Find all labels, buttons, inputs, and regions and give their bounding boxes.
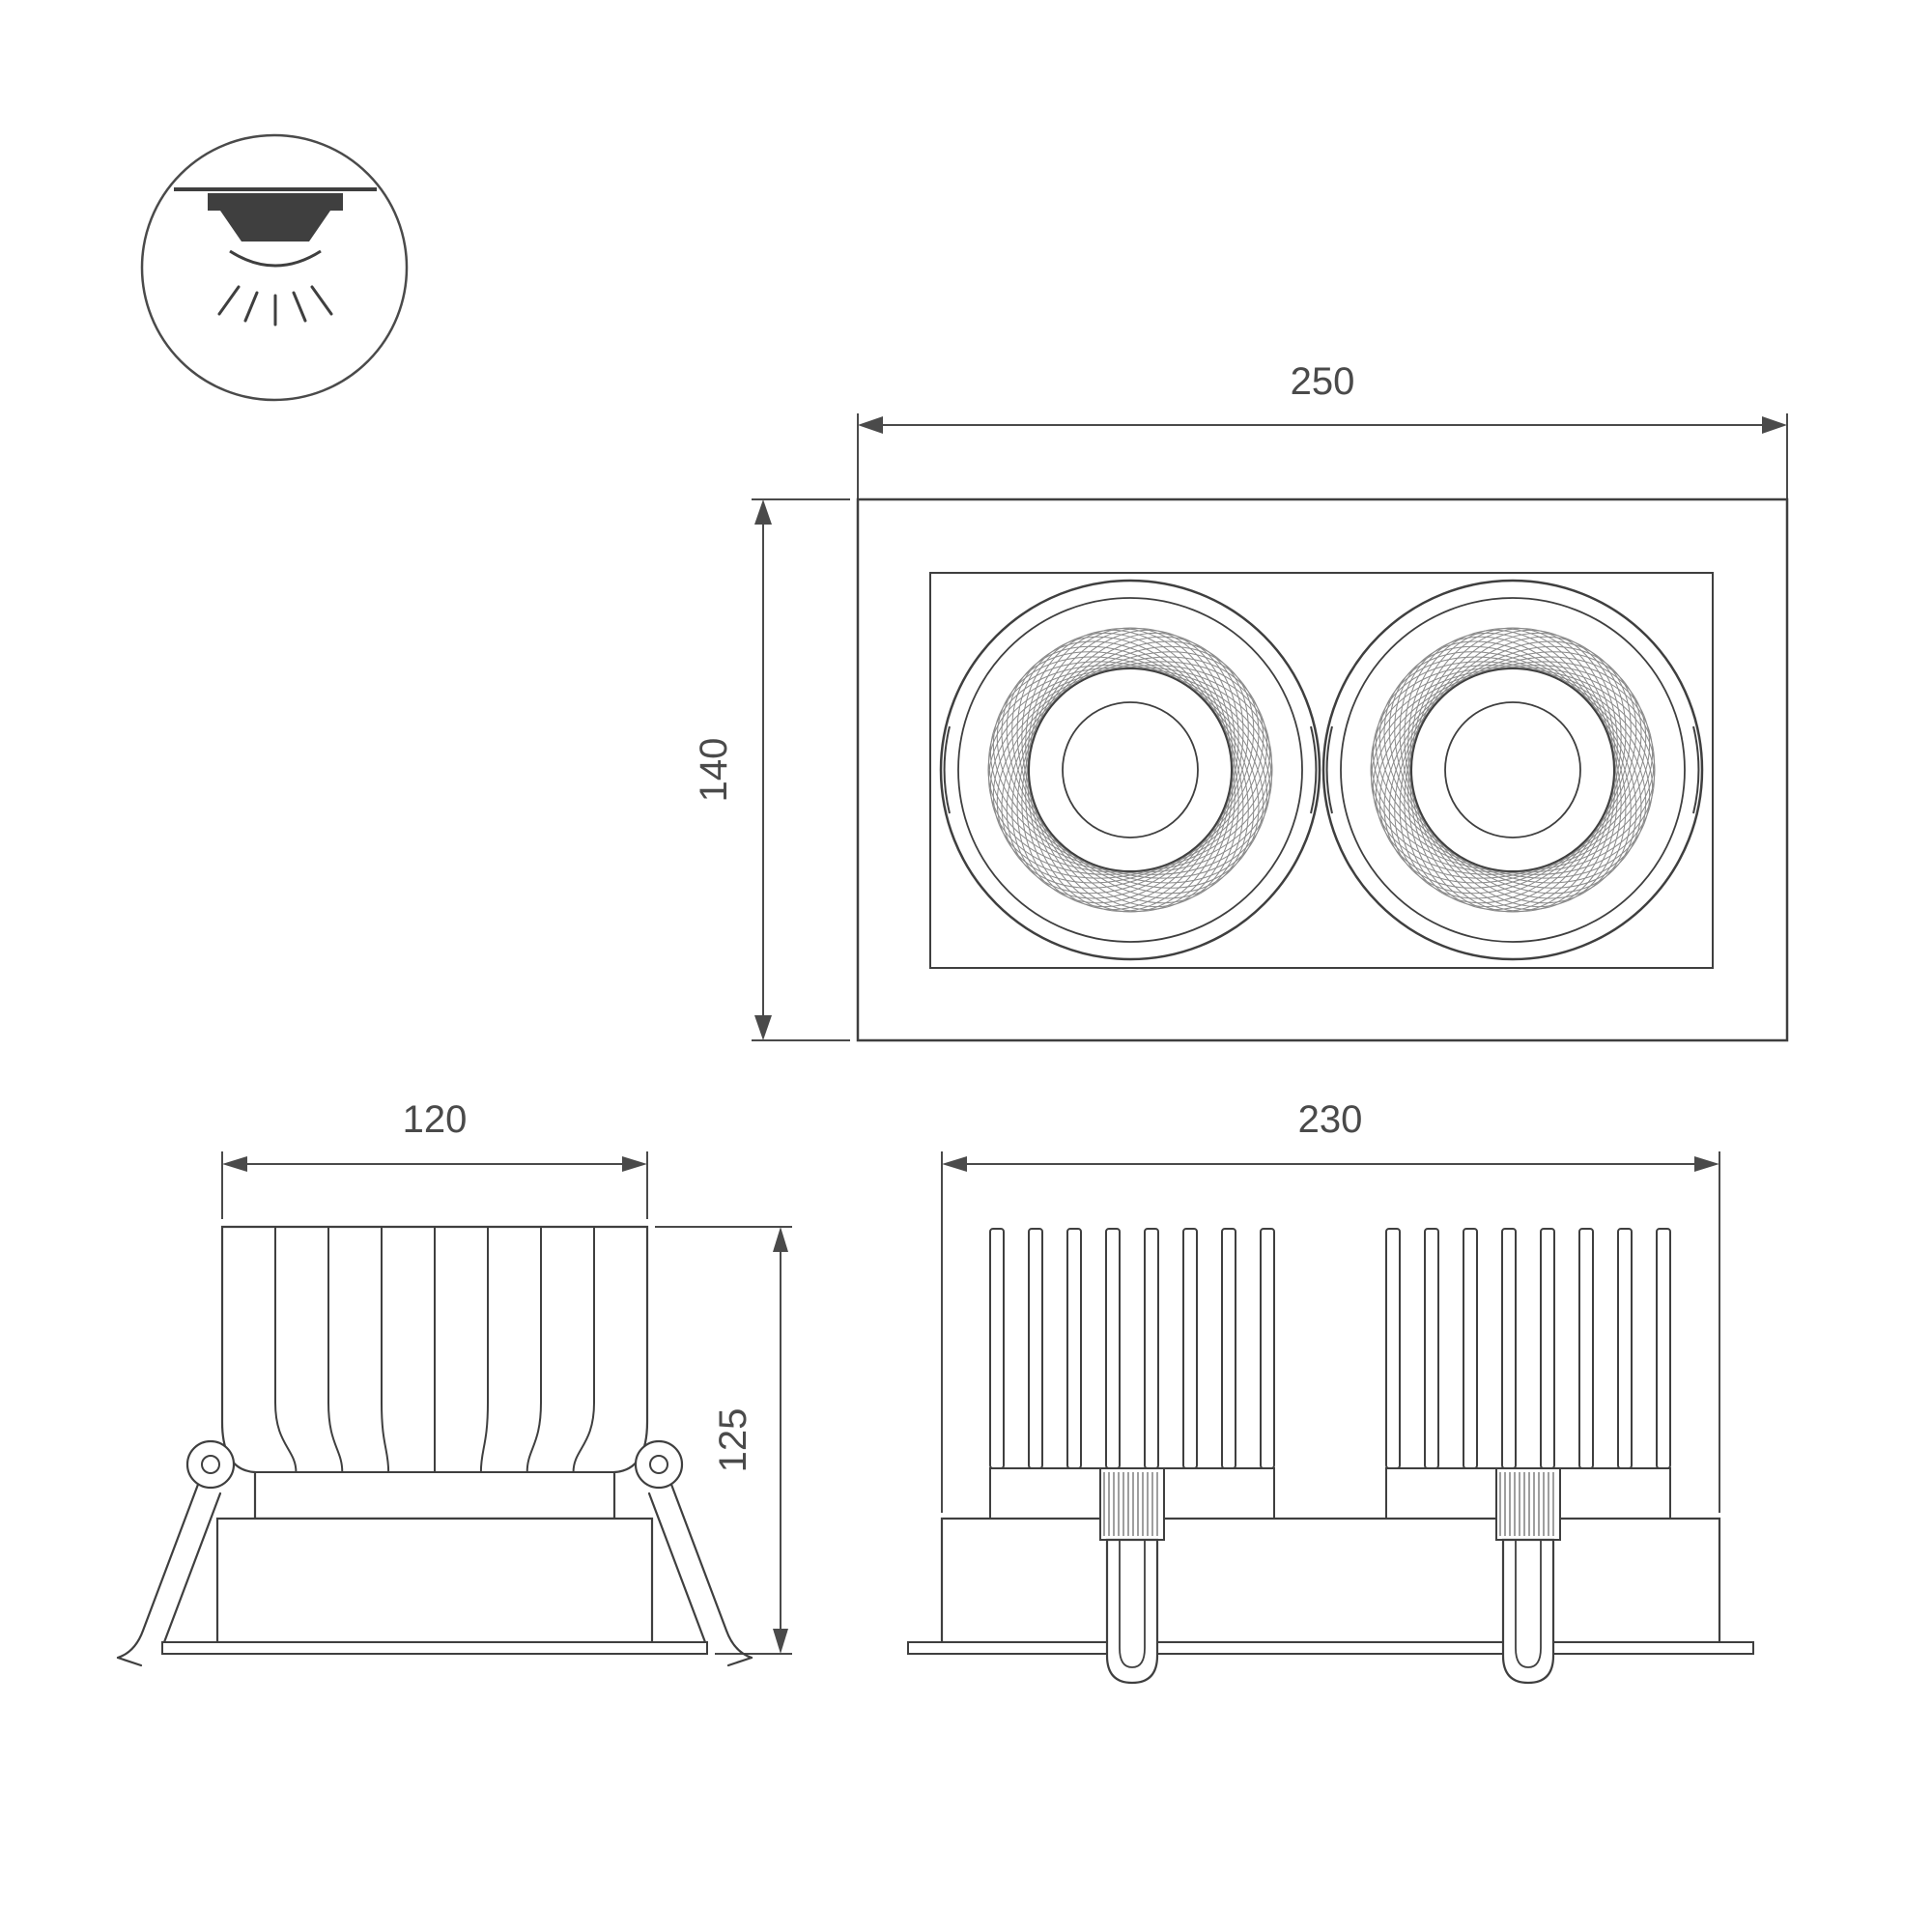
recessed-trim — [220, 211, 330, 242]
led-circle — [1444, 701, 1581, 838]
gimbal-slot-left — [1325, 725, 1333, 814]
clip-pivot-left-axle — [201, 1455, 220, 1474]
dim-side-width — [221, 1151, 648, 1219]
gimbal-slot-left — [943, 725, 951, 814]
reflector-inner-ring — [1028, 668, 1233, 872]
arrowhead-top — [773, 1227, 788, 1252]
clip-spring-hatch — [1103, 1472, 1158, 1536]
dim-front-width — [941, 1151, 1720, 1513]
fixture-type-icon — [140, 133, 409, 402]
dim-plan-width-label: 250 — [1291, 360, 1355, 403]
dim-side-height — [655, 1226, 792, 1655]
dim-plan-height — [752, 498, 850, 1041]
front-view: 230 — [907, 1098, 1754, 1685]
heatsink-fins-unit-1 — [989, 1228, 1275, 1469]
heatsink-fins — [274, 1227, 595, 1473]
spring-clip-left — [116, 1480, 222, 1667]
clip-lever-inner — [162, 1492, 222, 1644]
clip-strap-inner — [1119, 1540, 1146, 1668]
clip-strap-inner — [1515, 1540, 1542, 1668]
clip-lever-outer — [668, 1480, 753, 1660]
arrowhead-right — [622, 1156, 647, 1172]
clip-spring-block — [1099, 1467, 1165, 1541]
gimbal-slot-right — [1692, 725, 1700, 814]
clip-spring-hatch — [1499, 1472, 1554, 1536]
flange-plate — [907, 1641, 1754, 1655]
lamp-bezel-ring — [957, 597, 1303, 943]
trim-box — [215, 1517, 654, 1644]
light-rays-icon — [217, 285, 333, 327]
front-clip-1 — [1099, 1467, 1165, 1685]
reflector-inner-ring — [1410, 668, 1615, 872]
dim-front-width-label: 230 — [1298, 1098, 1363, 1141]
flange-plate — [161, 1641, 708, 1655]
spring-clip-right — [647, 1480, 753, 1667]
clip-strap — [1105, 1538, 1159, 1685]
lens-arc — [229, 249, 322, 268]
clip-spring-block — [1495, 1467, 1561, 1541]
icon-circle — [140, 133, 409, 402]
lamp-bezel-ring — [1340, 597, 1686, 943]
base-housing — [940, 1517, 1721, 1644]
heatsink-fins-unit-2 — [1385, 1228, 1671, 1469]
dim-plan-height-label: 140 — [693, 738, 735, 803]
dim-side-height-label: 125 — [712, 1408, 754, 1473]
clip-lever-inner — [647, 1492, 707, 1644]
gimbal-slot-right — [1310, 725, 1318, 814]
arrowhead-left — [942, 1156, 967, 1172]
clip-hook — [726, 1656, 753, 1667]
side-view: 120 125 — [116, 1098, 792, 1667]
arrowhead-left — [858, 416, 883, 434]
clip-strap — [1501, 1538, 1555, 1685]
front-clip-2 — [1495, 1467, 1561, 1685]
clip-hook — [116, 1656, 143, 1667]
lamp-2 — [1321, 579, 1704, 961]
dim-plan-width — [857, 413, 1788, 499]
arrowhead-left — [222, 1156, 247, 1172]
clip-lever-outer — [116, 1480, 201, 1660]
plan-view: 250 140 — [693, 360, 1789, 1042]
lamp-1 — [939, 579, 1321, 961]
arrowhead-bottom — [773, 1629, 788, 1654]
arrowhead-top — [754, 499, 772, 525]
led-circle — [1062, 701, 1199, 838]
clip-pivot-right-axle — [649, 1455, 668, 1474]
arrowhead-right — [1762, 416, 1787, 434]
dim-side-width-label: 120 — [403, 1098, 468, 1141]
arrowhead-bottom — [754, 1015, 772, 1040]
recessed-body — [208, 193, 343, 211]
arrowhead-right — [1694, 1156, 1719, 1172]
